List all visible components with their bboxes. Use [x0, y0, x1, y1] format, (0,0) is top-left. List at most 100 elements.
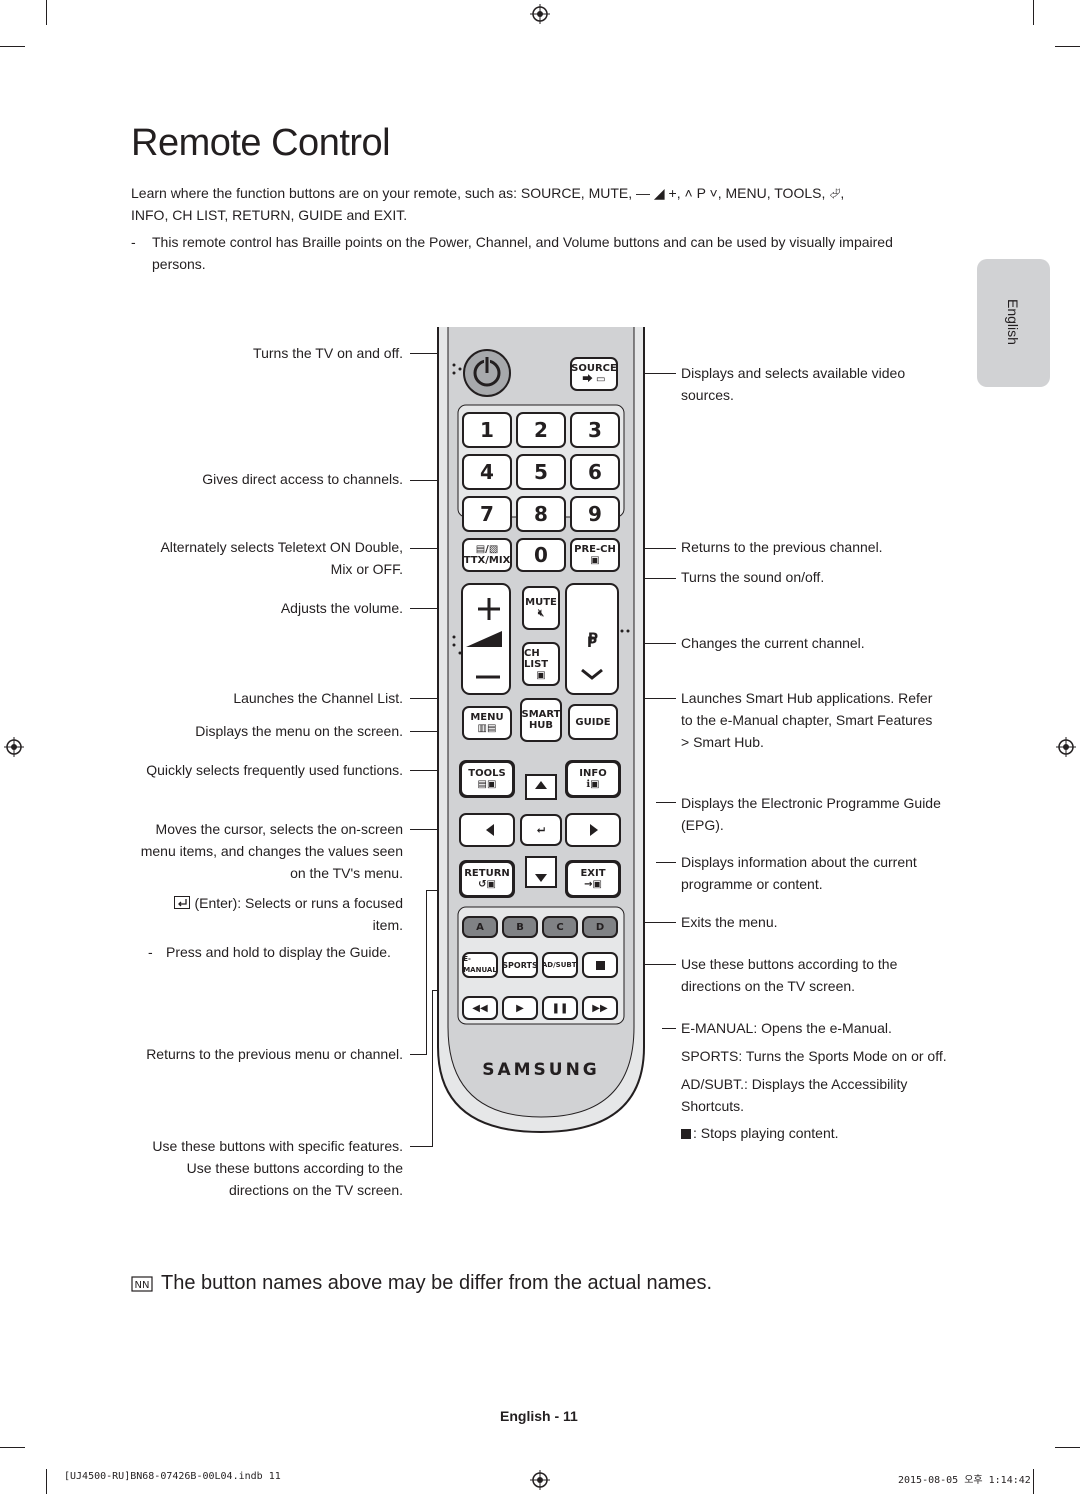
digit-8-label: 8 [534, 502, 548, 526]
crop-mark [1055, 46, 1080, 47]
color-button-c[interactable]: C [542, 916, 578, 938]
digit-6-button[interactable]: 6 [570, 454, 620, 490]
tools-label: TOOLS [468, 768, 506, 779]
intro-line-2: INFO, CH LIST, RETURN, GUIDE and EXIT. [131, 207, 408, 223]
sports-button[interactable]: SPORTS [502, 952, 538, 978]
e-manual-label: E-MANUAL [463, 955, 497, 974]
stop-square-icon [681, 1129, 691, 1139]
channel-rocker[interactable]: P [566, 584, 620, 694]
language-side-tab: English [977, 259, 1050, 387]
file-info: [UJ4500-RU]BN68-07426B-00L04.indb 11 [64, 1471, 281, 1482]
exit-button[interactable]: EXIT→▣ [566, 861, 620, 897]
volume-rocker[interactable] [462, 584, 518, 694]
digit-9-button[interactable]: 9 [570, 496, 620, 532]
up-arrow-button[interactable] [526, 761, 556, 805]
leader-line [656, 862, 676, 863]
crop-mark [1033, 0, 1034, 25]
digit-9-label: 9 [588, 502, 602, 526]
play-button[interactable]: ▶ [502, 996, 538, 1020]
intro-paragraph: Learn where the function buttons are on … [131, 182, 931, 226]
menu-button[interactable]: MENU▥▤ [462, 706, 512, 740]
digit-0-button[interactable]: 0 [516, 538, 566, 572]
mute-label: MUTE [525, 597, 557, 608]
label-info-2: programme or content. [681, 876, 823, 892]
label-exit: Exits the menu. [681, 914, 778, 930]
hub-label: HUB [528, 720, 554, 731]
nb-note-icon: NN [131, 1276, 153, 1292]
leader-line [620, 643, 676, 644]
pause-button[interactable]: ❚❚ [542, 996, 578, 1020]
side-tab-label: English [1005, 299, 1021, 345]
return-button[interactable]: RETURN↺▣ [460, 861, 514, 897]
fast-forward-button[interactable]: ▶▶ [582, 996, 618, 1020]
label-return: Returns to the previous menu or channel. [146, 1046, 403, 1062]
return-icon: ↺▣ [478, 879, 496, 890]
leader-line [620, 373, 676, 374]
color-button-b[interactable]: B [502, 916, 538, 938]
right-arrow-button[interactable] [566, 814, 620, 846]
label-stop: : Stops playing content. [681, 1122, 839, 1144]
digit-4-label: 4 [480, 460, 494, 484]
crop-mark [1033, 1469, 1034, 1494]
label-directions-1: Use these buttons according to the [186, 1160, 403, 1176]
leader-line [410, 1146, 432, 1147]
e-manual-button[interactable]: E-MANUAL [462, 952, 498, 978]
stop-button[interactable] [582, 952, 618, 978]
info-icon: ℹ▣ [586, 779, 600, 790]
guide-label: GUIDE [575, 716, 611, 728]
digit-3-button[interactable]: 3 [570, 412, 620, 448]
color-b-label: B [516, 921, 524, 933]
tools-button[interactable]: TOOLS▤▣ [460, 761, 514, 797]
digit-7-button[interactable]: 7 [462, 496, 512, 532]
pre-ch-icon: ▣ [590, 555, 600, 566]
down-arrow-button[interactable] [526, 856, 556, 900]
label-emanual: E-MANUAL: Opens the e-Manual. [681, 1020, 892, 1036]
menu-label: MENU [470, 712, 504, 723]
color-button-a[interactable]: A [462, 916, 498, 938]
source-button-label: SOURCE [571, 363, 617, 374]
leader-line [620, 548, 676, 549]
pre-ch-button[interactable]: PRE-CH▣ [570, 538, 620, 572]
leader-line [620, 922, 676, 923]
digit-8-button[interactable]: 8 [516, 496, 566, 532]
page-number: English - 11 [500, 1408, 578, 1424]
ttx-mix-button[interactable]: ▤/▧TTX/MIX [462, 538, 512, 572]
source-button[interactable]: SOURCE⮕ ▭ [570, 357, 618, 391]
label-adsubt-1: AD/SUBT.: Displays the Accessibility [681, 1076, 908, 1092]
label-power: Turns the TV on and off. [253, 345, 403, 361]
guide-button[interactable]: GUIDE [568, 704, 618, 740]
label-enter-1: (Enter): Selects or runs a focused [174, 892, 403, 914]
ttx-label: TTX/MIX [463, 555, 511, 566]
nb-note-text: The button names above may be differ fro… [161, 1272, 713, 1294]
digit-1-button[interactable]: 1 [462, 412, 512, 448]
label-cursor-1: Moves the cursor, selects the on-screen [155, 821, 403, 837]
digit-0-label: 0 [534, 543, 548, 567]
intro-line-1: Learn where the function buttons are on … [131, 185, 845, 201]
svg-text:P: P [587, 635, 597, 651]
color-c-label: C [556, 921, 564, 933]
enter-text: (Enter): Selects or runs a focused [194, 895, 403, 911]
registration-mark-icon [530, 1470, 550, 1490]
date-info: 2015-08-05 오후 1:14:42 [898, 1475, 1031, 1486]
digit-5-button[interactable]: 5 [516, 454, 566, 490]
digit-4-button[interactable]: 4 [462, 454, 512, 490]
label-prech: Returns to the previous channel. [681, 539, 883, 555]
digit-2-button[interactable]: 2 [516, 412, 566, 448]
label-ttx-1: Alternately selects Teletext ON Double, [160, 539, 403, 555]
ad-subt-label: AD/SUBT. [541, 960, 579, 969]
digit-1-label: 1 [480, 418, 494, 442]
ad-subt-button[interactable]: AD/SUBT. [542, 952, 578, 978]
source-icon: ⮕ ▭ [582, 374, 606, 385]
color-button-d[interactable]: D [582, 916, 618, 938]
ch-list-button[interactable]: CH LIST▣ [522, 642, 560, 686]
mute-button[interactable]: MUTE🔇︎ [522, 586, 560, 630]
pre-ch-label: PRE-CH [574, 544, 616, 555]
rewind-button[interactable]: ◀◀ [462, 996, 498, 1020]
left-arrow-button[interactable] [460, 814, 514, 846]
label-info-1: Displays information about the current [681, 854, 917, 870]
label-mute: Turns the sound on/off. [681, 569, 825, 585]
ttx-icon: ▤/▧ [475, 544, 499, 555]
enter-button[interactable]: ⮠ [520, 814, 562, 846]
